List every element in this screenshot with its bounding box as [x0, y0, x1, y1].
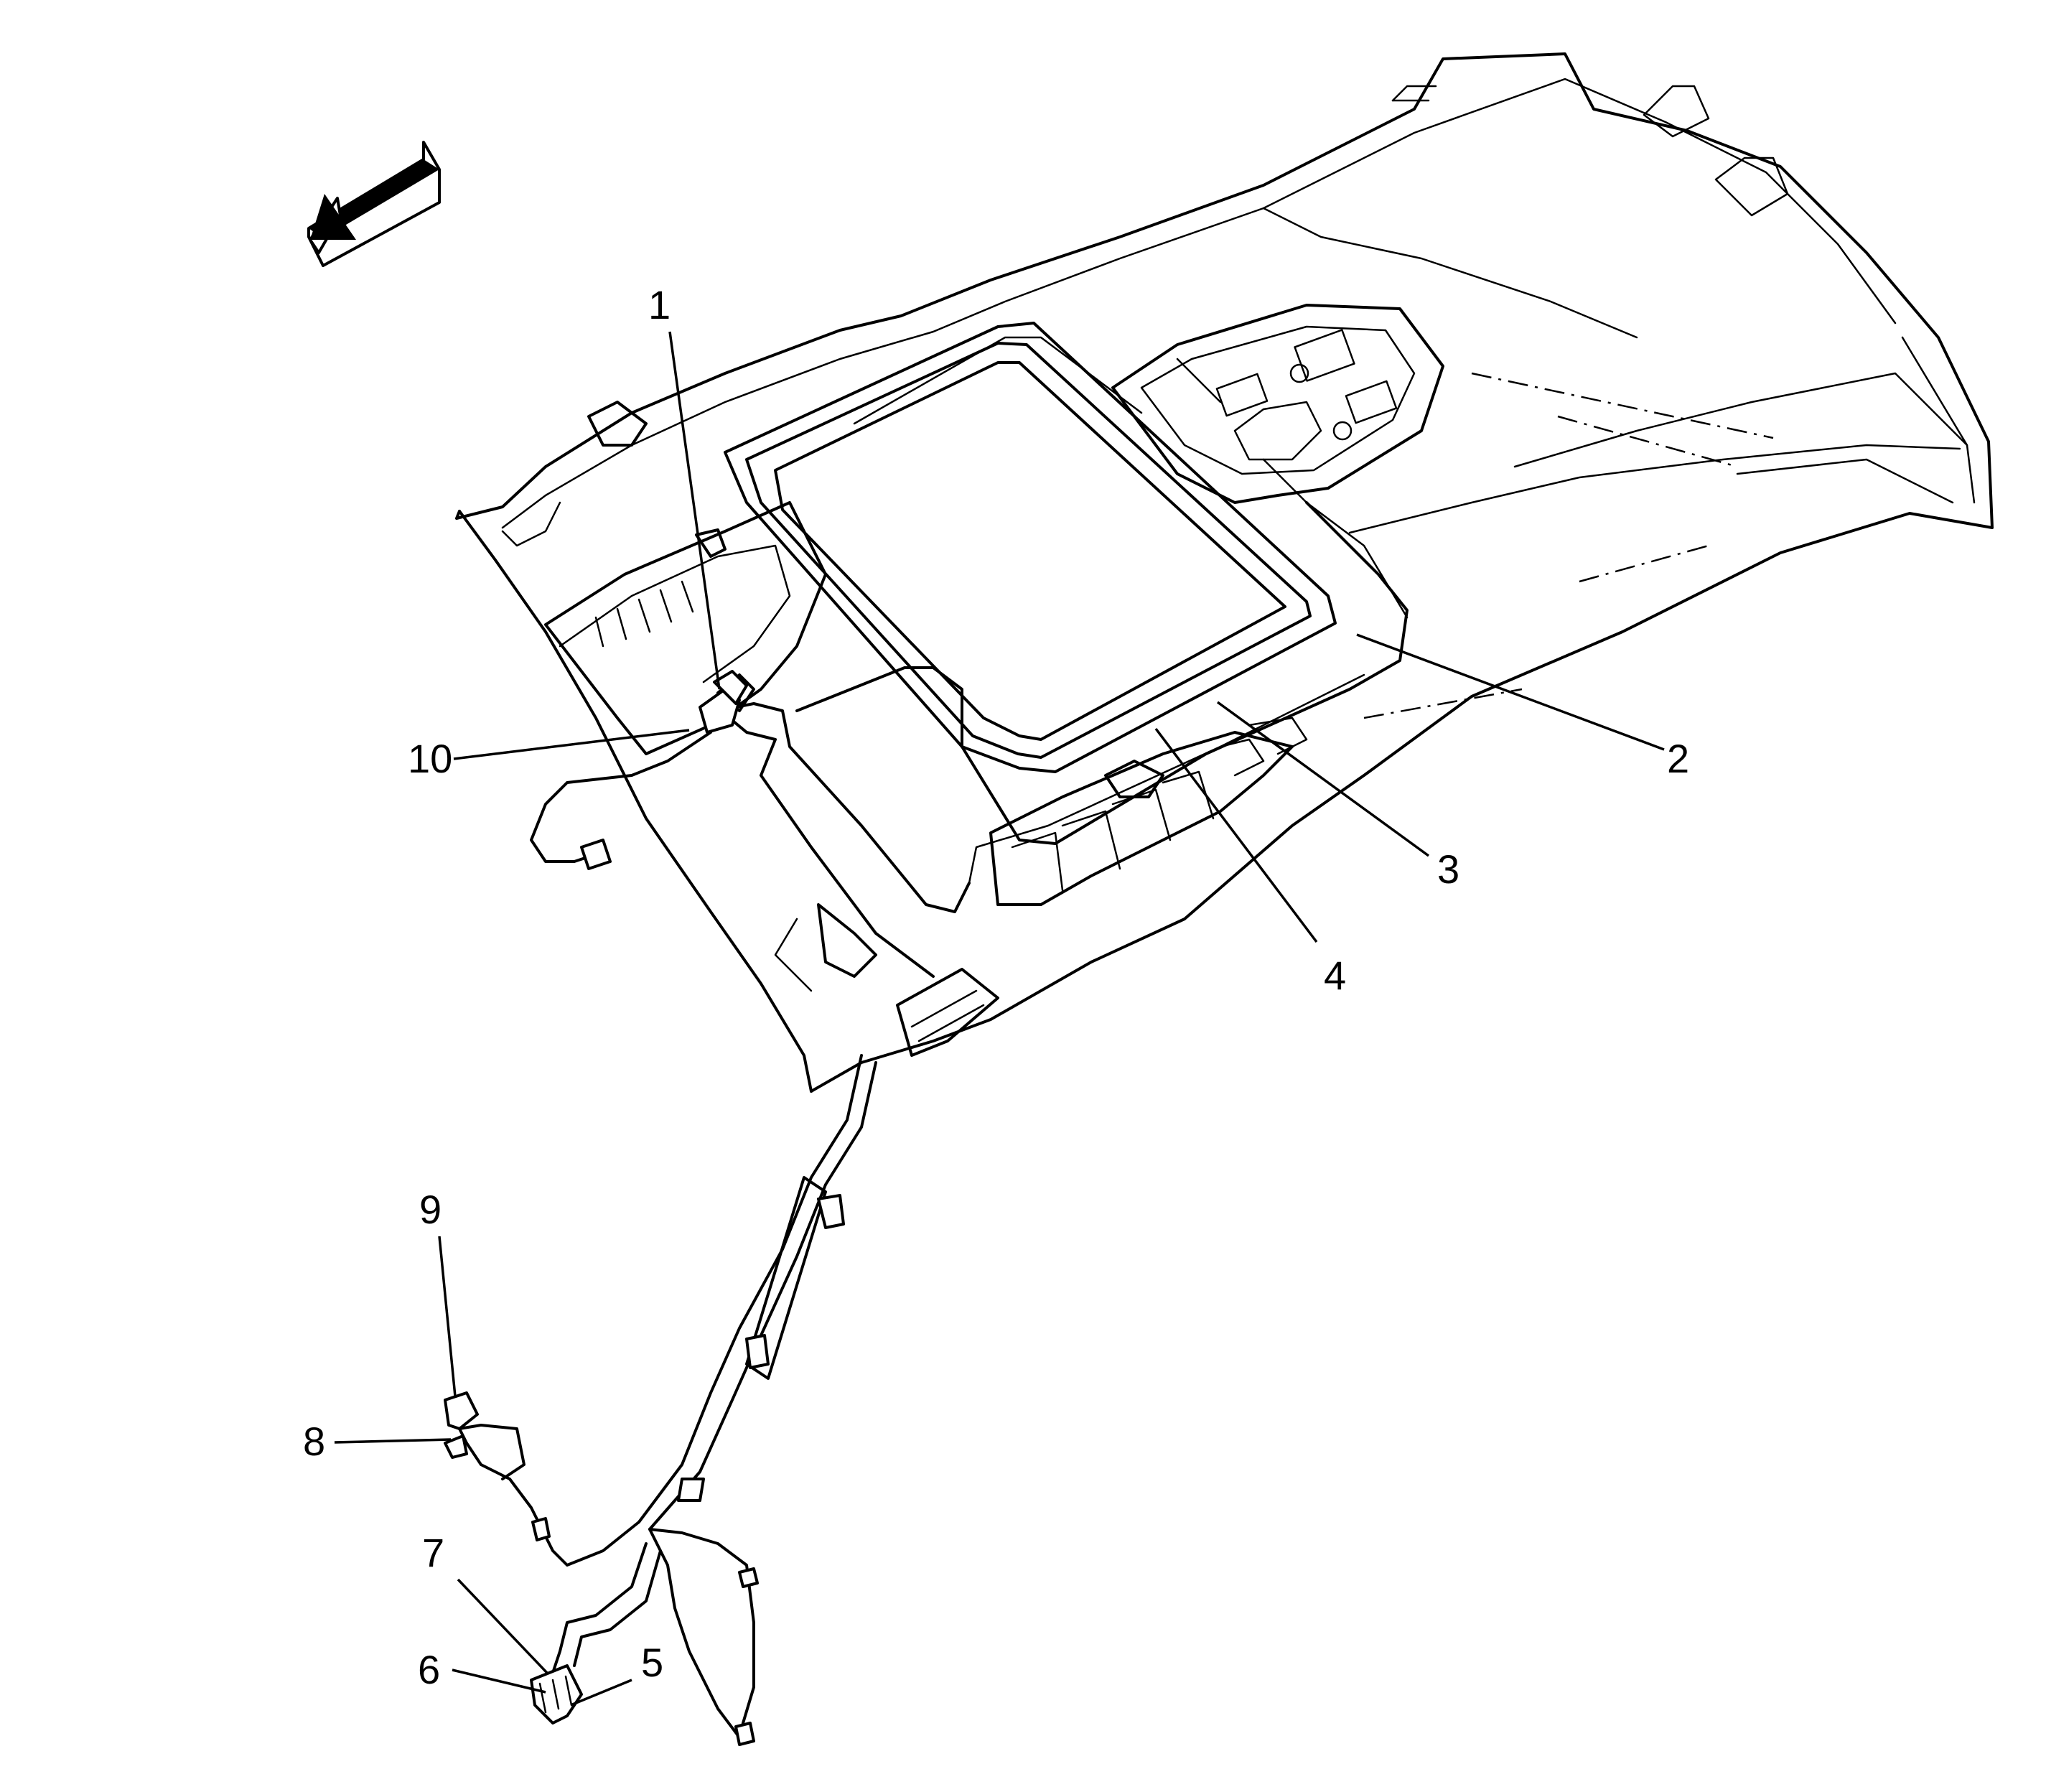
overhead-console [1111, 304, 1444, 619]
callout-labels: 1 2 3 4 5 6 7 8 9 10 [303, 282, 1689, 1692]
leader-10 [453, 729, 690, 760]
callout-7: 7 [422, 1530, 444, 1575]
leader-1 [668, 331, 721, 690]
headliner-panel [455, 52, 1994, 1093]
callout-8: 8 [303, 1419, 325, 1464]
callout-4: 4 [1324, 953, 1346, 998]
leader-7 [457, 1578, 548, 1674]
callout-3: 3 [1437, 846, 1459, 892]
leader-9 [438, 1236, 457, 1397]
right-side-trim [774, 717, 1308, 1057]
sunroof-opening [724, 322, 1337, 773]
leader-5 [570, 1679, 632, 1707]
roof-wiring-harness [530, 501, 1409, 978]
pillar-harness [444, 1054, 877, 1746]
leader-8 [334, 1438, 452, 1444]
callout-6: 6 [418, 1647, 440, 1692]
callout-10: 10 [408, 736, 452, 781]
leader-lines [334, 331, 1665, 1707]
callout-5: 5 [641, 1640, 663, 1685]
callout-2: 2 [1667, 736, 1689, 781]
callout-9: 9 [419, 1187, 442, 1232]
leader-4 [1154, 727, 1318, 943]
leader-6 [452, 1669, 546, 1694]
front-arrow-icon [307, 141, 441, 267]
leader-3 [1216, 701, 1430, 857]
leader-2 [1356, 633, 1665, 751]
callout-1: 1 [648, 282, 671, 327]
left-side-trim [501, 401, 827, 755]
